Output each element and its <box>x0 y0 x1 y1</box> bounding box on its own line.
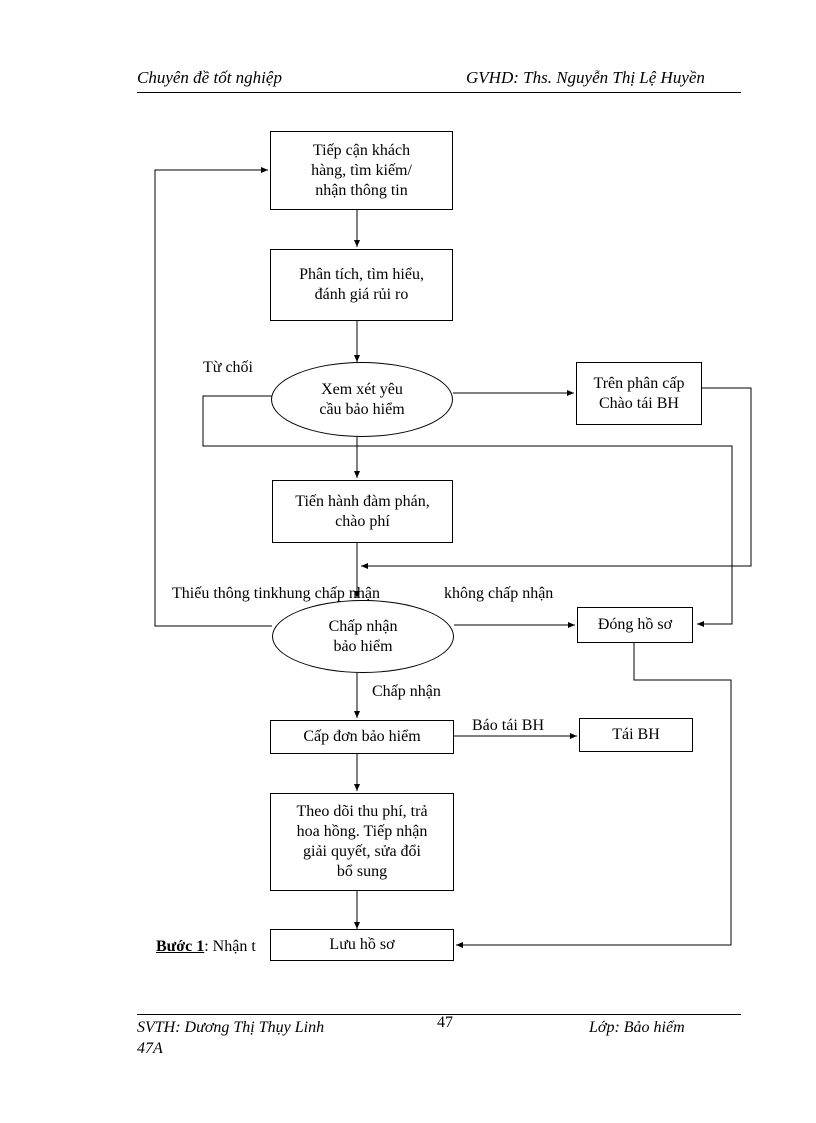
header-rule <box>137 92 741 93</box>
label-not-accept: không chấp nhận <box>444 585 554 602</box>
label-missing-info: Thiếu thông tinkhung chấp nhận <box>172 585 380 602</box>
step1-label: Bước 1: Nhận t <box>156 938 256 956</box>
arrow-close-to-archive <box>456 643 732 948</box>
step-reinsure-box: Tái BH <box>579 718 693 752</box>
label-reject: Từ chối <box>203 359 253 376</box>
footer-page-number: 47 <box>437 1014 453 1031</box>
step-reinsurance-offer-box: Trên phân cấp Chào tái BH <box>576 362 702 425</box>
label-accept: Chấp nhận <box>372 683 441 700</box>
step1-rest: : Nhận t <box>204 938 256 955</box>
footer-class: Lớp: Bảo hiểm <box>589 1019 685 1036</box>
footer-cohort: 47A <box>137 1040 163 1057</box>
label-report-reinsurance: Báo tái BH <box>472 717 544 734</box>
footer-rule <box>137 1014 741 1015</box>
header-left: Chuyên đề tốt nghiệp <box>137 68 282 87</box>
step-negotiate-box: Tiến hành đàm phán, chào phí <box>272 480 453 543</box>
decision-accept-oval: Chấp nhận bảo hiểm <box>272 600 454 673</box>
header-right: GVHD: Ths. Nguyễn Thị Lệ Huyền <box>466 68 705 87</box>
step-follow-box: Theo dõi thu phí, trả hoa hồng. Tiếp nhậ… <box>270 793 454 891</box>
footer-student: SVTH: Dương Thị Thụy Linh <box>137 1019 325 1036</box>
step-close-box: Đóng hồ sơ <box>577 607 693 643</box>
step-analyze-box: Phân tích, tìm hiểu, đánh giá rủi ro <box>270 249 453 321</box>
step-approach-box: Tiếp cận khách hàng, tìm kiếm/ nhận thôn… <box>270 131 453 210</box>
arrow-reject-path <box>202 395 733 627</box>
decision-review-oval: Xem xét yêu cầu bảo hiểm <box>271 362 453 437</box>
arrow-offer-loop <box>361 387 752 569</box>
arrow-missing-info-loop <box>154 167 272 627</box>
step-issue-box: Cấp đơn bảo hiểm <box>270 720 454 754</box>
step-archive-box: Lưu hồ sơ <box>270 929 454 961</box>
step1-prefix: Bước 1 <box>156 938 205 955</box>
